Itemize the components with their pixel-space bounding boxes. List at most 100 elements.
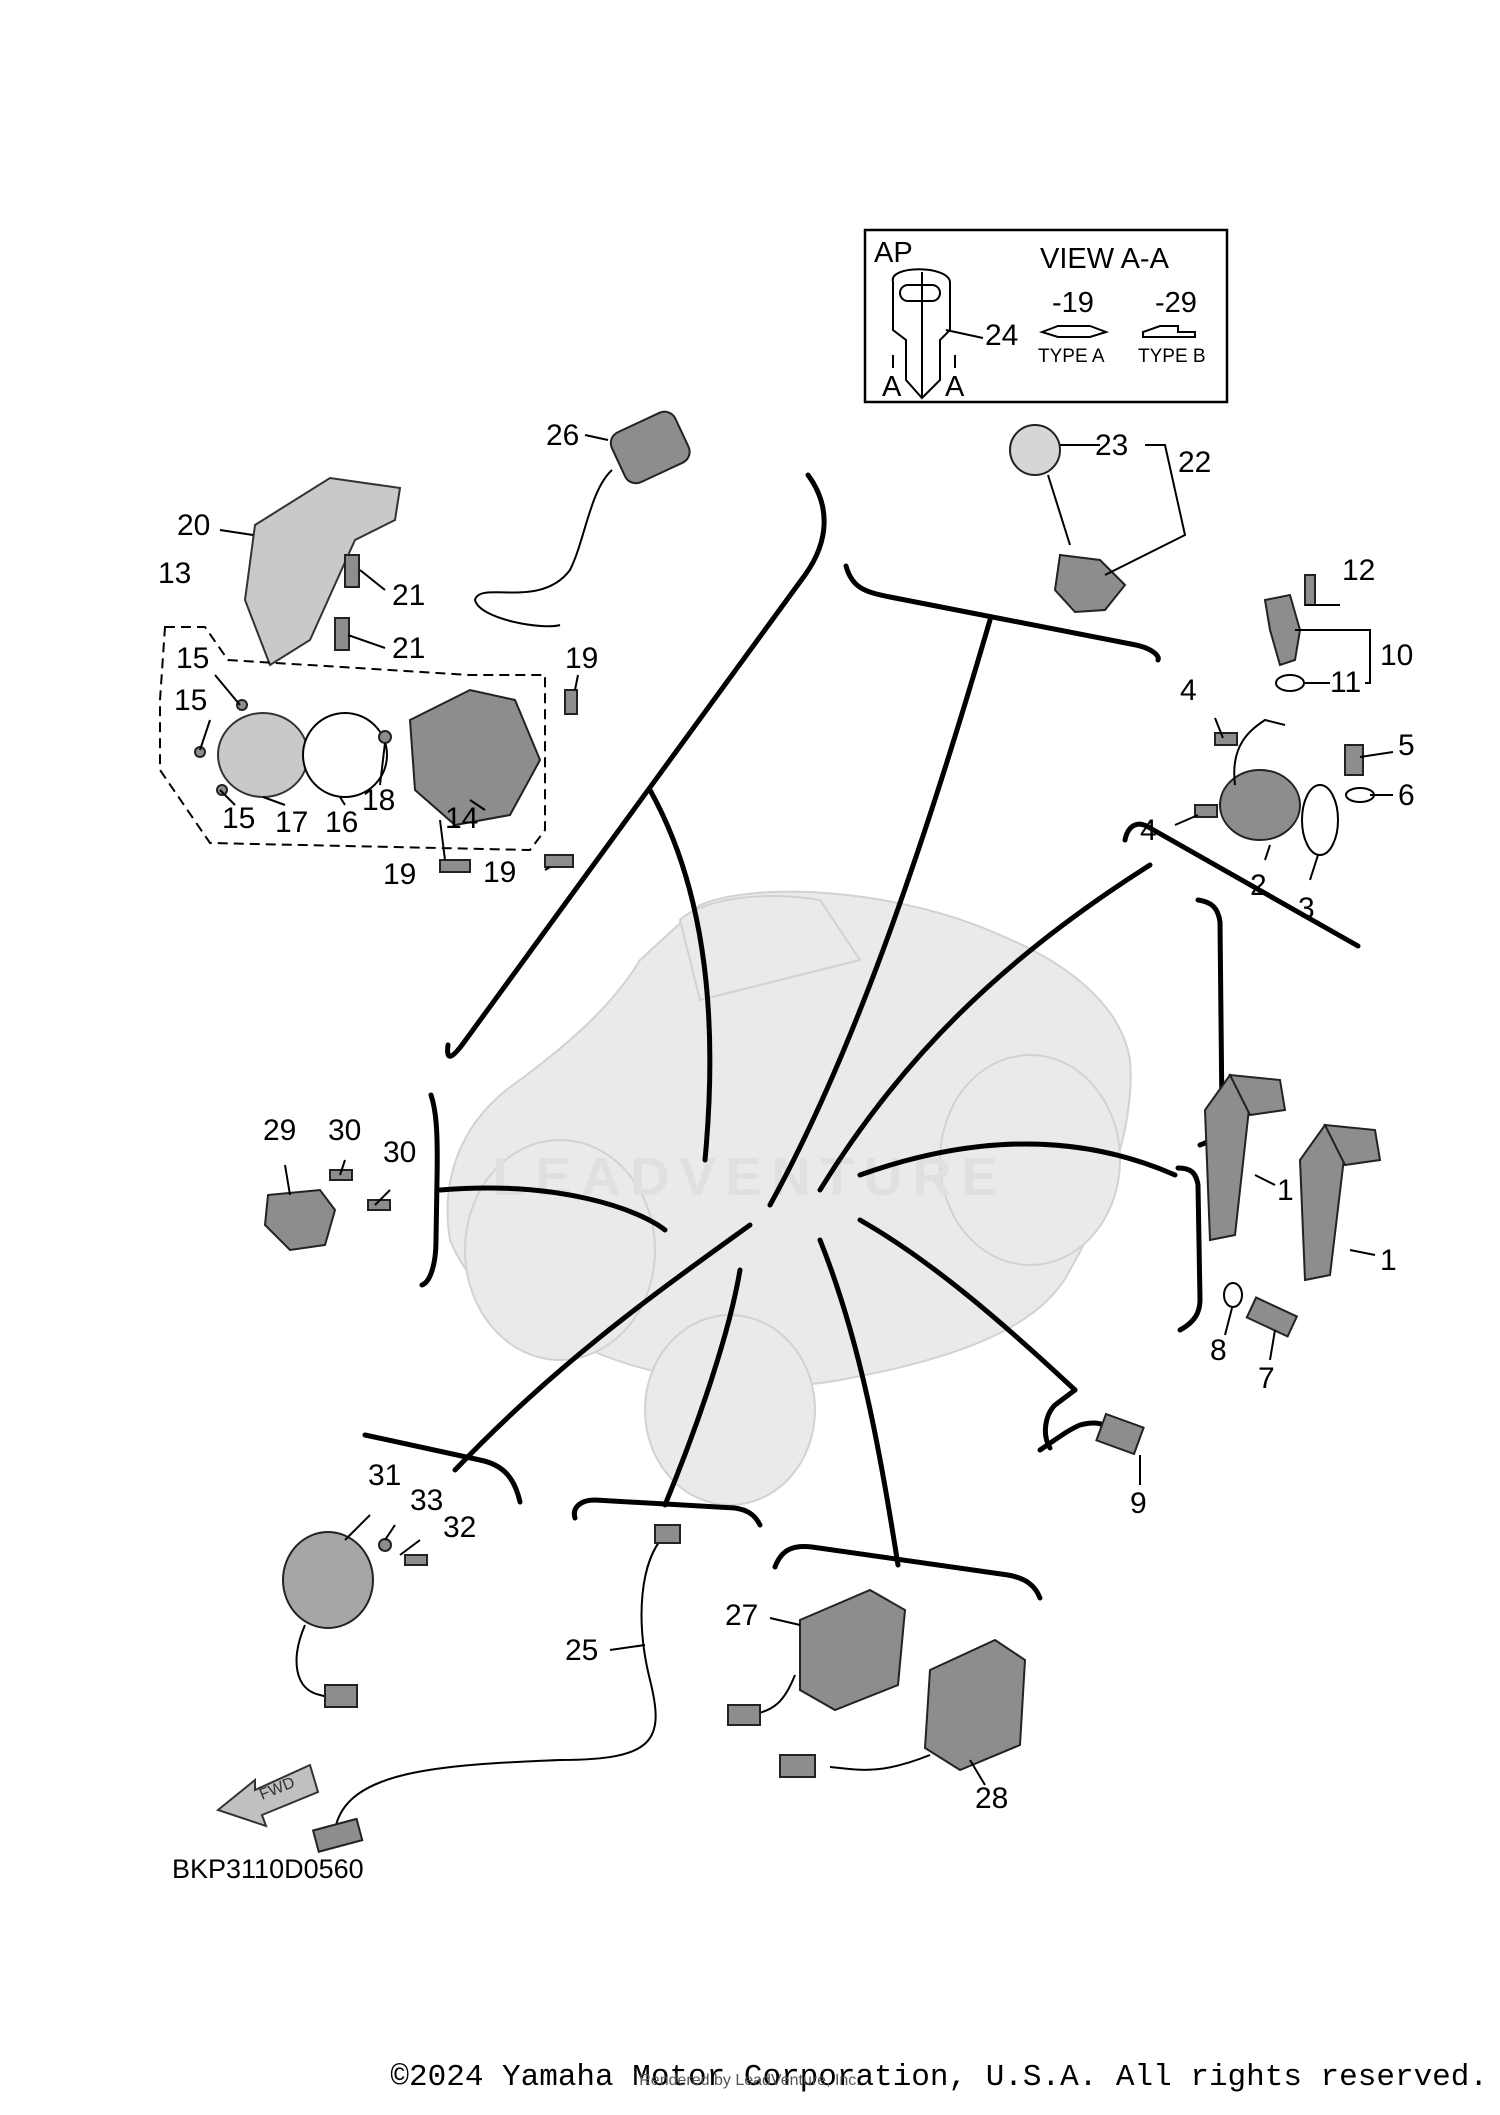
bolt-part-19a xyxy=(439,859,471,873)
key-type-inset: AP VIEW A-A -19 -29 TYPE A TYPE B A A 24 xyxy=(863,228,1229,404)
callout-14: 14 xyxy=(445,802,478,835)
screw-part-15c xyxy=(216,784,228,796)
callout-8: 8 xyxy=(1210,1334,1227,1367)
callout-4a: 4 xyxy=(1180,674,1197,707)
inset-type-a: TYPE A xyxy=(1038,346,1105,367)
parts xyxy=(194,410,1382,1853)
sensor-part-10 xyxy=(1263,593,1302,667)
sensor-part-29 xyxy=(263,1188,337,1252)
callout-33: 33 xyxy=(410,1484,443,1517)
group-leaders xyxy=(437,617,1178,1568)
callout-7: 7 xyxy=(1258,1362,1275,1395)
bolt-part-32 xyxy=(404,1554,428,1566)
sensor-part-2 xyxy=(1219,769,1301,841)
callout-21b: 21 xyxy=(392,632,425,665)
callout-5: 5 xyxy=(1398,729,1415,762)
relay-part-28 xyxy=(923,1638,1027,1772)
inset-suffix-b: -29 xyxy=(1155,287,1197,319)
gasket-part-8 xyxy=(1223,1282,1243,1308)
inset-type-b: TYPE B xyxy=(1138,346,1206,367)
callout-30b: 30 xyxy=(383,1136,416,1169)
screw-part-12 xyxy=(1304,574,1316,606)
rendered-by-notice: Rendered by LeadVenture, Inc. xyxy=(639,2072,861,2089)
callout-1a: 1 xyxy=(1277,1174,1294,1207)
callout-11: 11 xyxy=(1330,666,1361,699)
callout-12: 12 xyxy=(1342,554,1375,587)
callout-15b: 15 xyxy=(174,684,207,717)
callout-9: 9 xyxy=(1130,1487,1147,1520)
callout-4b: 4 xyxy=(1140,814,1157,847)
relay-part-27 xyxy=(799,1588,907,1712)
sensor-part-7 xyxy=(1245,1296,1299,1338)
callout-23: 23 xyxy=(1095,429,1128,462)
sensor-part-26 xyxy=(609,410,691,485)
callout-26: 26 xyxy=(546,419,579,452)
sender-part-5 xyxy=(1344,744,1364,776)
oring-part-11 xyxy=(1275,674,1305,692)
callout-31: 31 xyxy=(368,1459,401,1492)
callout-21a: 21 xyxy=(392,579,425,612)
inset-section-a-left: A xyxy=(882,371,902,403)
sensor-part-25 xyxy=(311,1817,364,1853)
connector-part-28 xyxy=(779,1754,816,1778)
fwd-arrow-icon: FWD xyxy=(215,1763,320,1828)
callout-1b: 1 xyxy=(1380,1244,1397,1277)
group-brackets xyxy=(362,472,1361,1601)
bolt-part-19b xyxy=(544,854,574,868)
callout-25: 25 xyxy=(565,1634,598,1667)
bolt-part-19c xyxy=(564,689,578,715)
connector-part-31 xyxy=(324,1684,358,1708)
cap-part-23 xyxy=(1009,424,1061,476)
washer-part-6 xyxy=(1345,787,1375,803)
callout-leaders xyxy=(199,434,1394,1786)
buzzer-part-31 xyxy=(282,1531,374,1629)
callout-18: 18 xyxy=(362,784,395,817)
connector-part-25 xyxy=(654,1524,681,1544)
key-icon xyxy=(891,268,951,400)
inset-ap-label: AP xyxy=(874,237,913,269)
callout-27: 27 xyxy=(725,1599,758,1632)
inset-key-callout: 24 xyxy=(985,319,1018,352)
bolt-part-4a xyxy=(1214,732,1238,746)
callout-30a: 30 xyxy=(328,1114,361,1147)
diagram-reference-code: BKP3110D0560 xyxy=(172,1854,364,1884)
screw-part-18 xyxy=(378,730,392,744)
washer-part-33 xyxy=(378,1538,392,1552)
bolt-part-4b xyxy=(1194,804,1218,818)
callout-15c: 15 xyxy=(222,802,255,835)
main-switch-part-22 xyxy=(1053,553,1127,614)
oring-part-3 xyxy=(1301,784,1339,856)
throttle-body-part-14 xyxy=(408,688,542,827)
callout-22: 22 xyxy=(1178,446,1211,479)
callout-3: 3 xyxy=(1298,892,1315,925)
connector-part-27 xyxy=(727,1704,761,1726)
copyright-notice: ©2024 Yamaha Motor Corporation, U.S.A. A… xyxy=(390,2060,1488,2095)
callouts: 1 1 2 3 4 4 5 6 7 8 9 10 11 12 13 14 15 … xyxy=(158,419,1415,1815)
callout-13: 13 xyxy=(158,557,191,590)
callout-16: 16 xyxy=(325,806,358,839)
oring-part-16 xyxy=(302,712,388,798)
inset-view-label: VIEW A-A xyxy=(1040,243,1170,275)
bolt-part-21b xyxy=(334,617,350,651)
gasket-part-17 xyxy=(217,712,309,798)
callout-19a: 19 xyxy=(565,642,598,675)
group-13-outline xyxy=(159,626,546,852)
callout-6: 6 xyxy=(1398,779,1415,812)
switch-part-9 xyxy=(1095,1412,1145,1456)
bracket-part-20 xyxy=(243,476,402,667)
callout-17: 17 xyxy=(275,806,308,839)
bolt-part-21a xyxy=(344,554,360,588)
vehicle-silhouette: LEADVENTURE xyxy=(446,890,1132,1506)
callout-20: 20 xyxy=(177,509,210,542)
callout-29: 29 xyxy=(263,1114,296,1147)
callout-19b: 19 xyxy=(383,858,416,891)
screw-part-15a xyxy=(236,699,248,711)
callout-19c: 19 xyxy=(483,856,516,889)
callout-15a: 15 xyxy=(176,642,209,675)
callout-32: 32 xyxy=(443,1511,476,1544)
callout-28: 28 xyxy=(975,1782,1008,1815)
inset-section-a-right: A xyxy=(945,371,965,403)
inset-suffix-a: -19 xyxy=(1052,287,1094,319)
callout-2: 2 xyxy=(1250,869,1267,902)
